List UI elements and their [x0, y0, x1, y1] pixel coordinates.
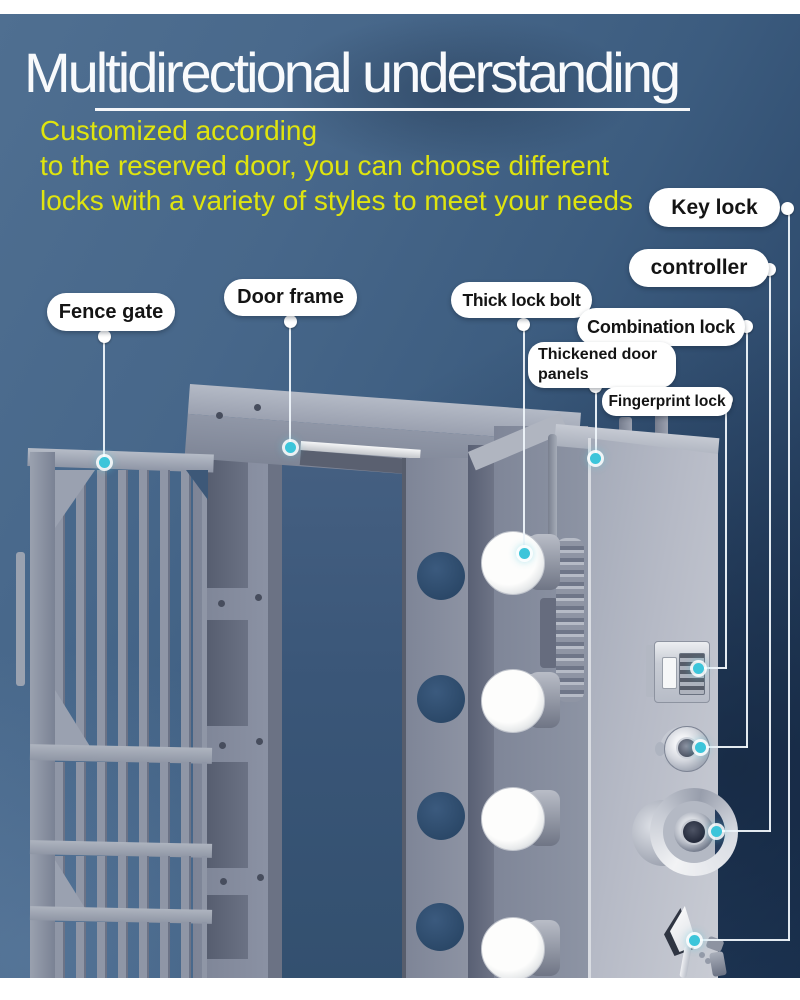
leader-line-controller [769, 269, 771, 832]
leader-line-controller [716, 830, 771, 832]
endpoint-dot-key-lock [689, 935, 700, 946]
leader-line-fingerprint-lock [698, 667, 727, 669]
callout-door-frame: Door frame [224, 279, 357, 316]
callout-combination-lock-label: Combination lock [587, 316, 735, 337]
door-hinge-barrel [556, 538, 584, 702]
frame-bolt-hole [417, 792, 465, 840]
callout-fence-gate-label: Fence gate [58, 300, 164, 323]
screw-dot [254, 404, 261, 411]
title-divider [95, 108, 690, 111]
callout-thick-lock-bolt: Thick lock bolt [451, 282, 592, 318]
fence-gate-bars-mid [55, 762, 207, 844]
frame-bolt-hole [416, 903, 464, 951]
screw-dot [257, 874, 264, 881]
key-link [699, 952, 705, 958]
screw-dot [255, 594, 262, 601]
connector-dot-door-frame [284, 315, 297, 328]
endpoint-dot-fence-gate [99, 457, 110, 468]
frame-bolt-hole [417, 552, 465, 600]
leader-line-thick-lock-bolt [523, 324, 525, 554]
lock-bolt-face [481, 669, 545, 733]
callout-door-frame-label: Door frame [237, 286, 344, 308]
endpoint-dot-combination-lock [695, 742, 706, 753]
leader-line-door-frame [289, 321, 291, 448]
connector-dot-key-lock [781, 202, 794, 215]
connector-dot-fence-gate [98, 330, 111, 343]
screw-dot [256, 738, 263, 745]
callout-controller-label: controller [650, 256, 748, 279]
screw-dot [219, 742, 226, 749]
lock-bolt-face [481, 917, 545, 978]
fence-gate-bars-upper [55, 470, 207, 750]
callout-key-lock-label: Key lock [671, 195, 758, 219]
endpoint-dot-fingerprint-lock [693, 663, 704, 674]
callout-fence-gate: Fence gate [47, 293, 175, 331]
leader-line-key-lock [788, 208, 790, 941]
endpoint-dot-controller [711, 826, 722, 837]
subtitle-text: Customized according to the reserved doo… [40, 113, 720, 218]
callout-controller: controller [629, 249, 769, 287]
door-front-panel [588, 438, 718, 978]
endpoint-dot-thick-lock-bolt [519, 548, 530, 559]
top-white-strip [0, 0, 800, 14]
subtitle-line: to the reserved door, you can choose dif… [40, 150, 610, 181]
connector-dot-thick-lock-bolt [517, 318, 530, 331]
callout-key-lock: Key lock [649, 188, 780, 227]
key-link [705, 958, 711, 964]
frame-post-inset [206, 895, 248, 959]
callout-thick-lock-bolt-label: Thick lock bolt [462, 289, 581, 310]
fence-gate-rail [29, 744, 213, 764]
callout-fingerprint-lock-label: Fingerprint lock [608, 392, 726, 410]
callout-combination-lock: Combination lock [577, 308, 745, 346]
frame-inner-reveal [268, 455, 282, 978]
bottom-white-strip [0, 978, 800, 1000]
frame-post-inset [206, 620, 248, 726]
endpoint-dot-thickened-door-panels [590, 453, 601, 464]
endpoint-dot-door-frame [285, 442, 296, 453]
screw-dot [216, 412, 223, 419]
door-hinge-bracket [540, 598, 558, 668]
lock-bolt-face [481, 787, 545, 851]
key-fob [709, 950, 727, 978]
combination-dial-center [678, 739, 696, 757]
door-hinge-pin [548, 434, 557, 542]
frame-opening [281, 446, 410, 978]
scene-background: Multidirectional understanding Customize… [0, 14, 800, 978]
leader-line-key-lock [694, 939, 790, 941]
fence-gate-stile [30, 452, 55, 978]
screw-dot [220, 878, 227, 885]
leader-line-combination-lock [700, 746, 748, 748]
screw-dot [218, 600, 225, 607]
frame-right-post-edge [402, 458, 408, 978]
leader-line-fingerprint-lock [725, 399, 727, 669]
lock-bolt-face [481, 531, 545, 595]
handle-wheel-hub-center [683, 821, 705, 843]
fence-gate-bars-bottom [55, 922, 207, 978]
fingerprint-lock-keypad [679, 653, 705, 695]
leader-line-combination-lock [746, 326, 748, 748]
subtitle-line: Customized according [40, 115, 318, 146]
callout-thickened-door-panels: Thickened door panels [528, 342, 676, 388]
fence-gate-handle [16, 552, 25, 686]
callout-fingerprint-lock: Fingerprint lock [602, 387, 732, 416]
leader-line-fence-gate [103, 336, 105, 463]
frame-bolt-hole [417, 675, 465, 723]
callout-thickened-door-panels-label: Thickened door panels [538, 346, 658, 383]
page-title: Multidirectional understanding [24, 41, 681, 104]
fingerprint-lock-screen [662, 657, 677, 689]
frame-post-inset [206, 762, 248, 868]
subtitle-line: locks with a variety of styles to meet y… [40, 185, 633, 216]
leader-line-thickened-door-panels [595, 386, 597, 459]
combination-dial-nub [655, 742, 665, 756]
door-edge-highlight [588, 438, 591, 978]
